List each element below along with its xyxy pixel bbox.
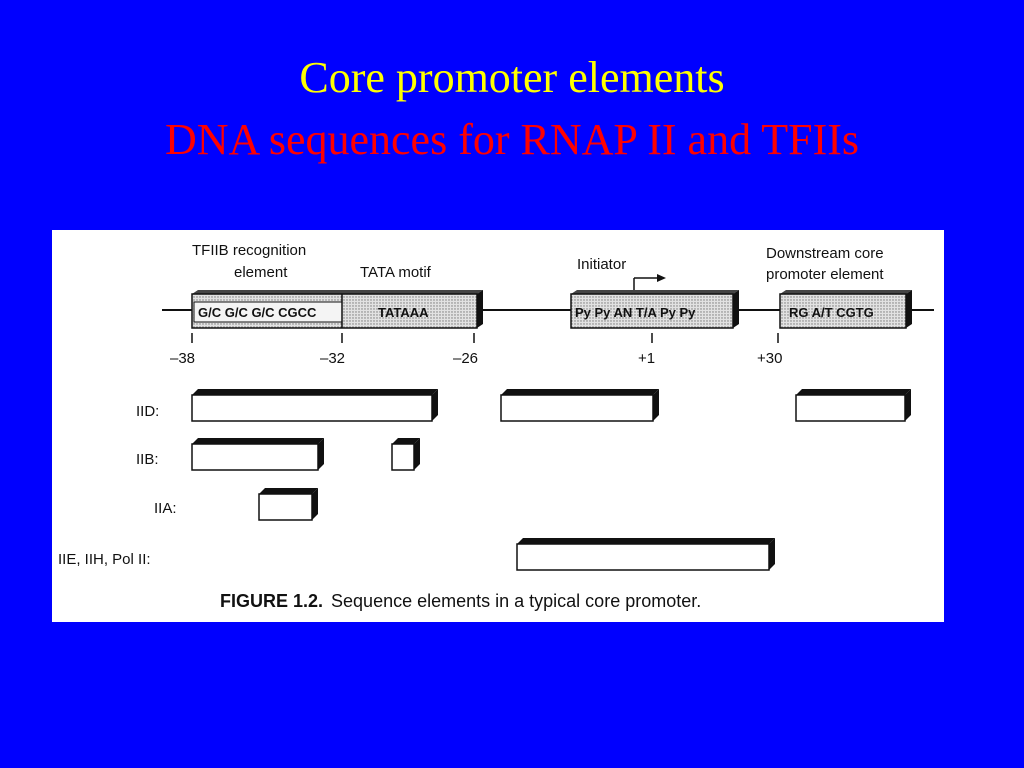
iib-footprint-1 [191, 438, 324, 471]
pos-minus26: –26 [453, 350, 478, 367]
figure-panel: TFIIB recognition element TATA motif Ini… [52, 230, 944, 622]
initiator-label: Initiator [577, 256, 626, 273]
pol-footprint [516, 538, 775, 571]
pos-plus30: +30 [757, 350, 782, 367]
factor-iia-label: IIA: [154, 500, 177, 517]
bre-label-line2: element [234, 264, 288, 281]
bre-label-line1: TFIIB recognition [192, 242, 306, 259]
caption-text: Sequence elements in a typical core prom… [331, 591, 701, 611]
figure-caption: FIGURE 1.2. Sequence elements in a typica… [220, 591, 701, 611]
tata-sequence: TATAAA [378, 305, 429, 320]
factor-pol-label: IIE, IIH, Pol II: [58, 551, 151, 568]
slide-title: Core promoter elements [299, 53, 725, 102]
tss-arrow [633, 274, 666, 292]
iib-footprint-2 [391, 438, 420, 471]
iid-footprint-1 [191, 389, 438, 422]
factor-iib-label: IIB: [136, 451, 159, 468]
dpe-sequence: RG A/T CGTG [789, 305, 874, 320]
initiator-box: Py Py AN T/A Py Py [570, 290, 739, 329]
inr-sequence: Py Py AN T/A Py Py [575, 305, 696, 320]
tata-label: TATA motif [360, 264, 432, 281]
pos-minus32: –32 [320, 350, 345, 367]
bre-sequence: G/C G/C G/C CGCC [198, 305, 317, 320]
caption-figure-number: FIGURE 1.2. [220, 591, 323, 611]
factor-iid-label: IID: [136, 403, 159, 420]
dpe-label-line1: Downstream core [766, 245, 884, 262]
iid-footprint-2 [500, 389, 659, 422]
bre-tata-box: G/C G/C G/C CGCC TATAAA [191, 290, 483, 329]
slide-subtitle: DNA sequences for RNAP II and TFIIs [164, 115, 860, 164]
dpe-label-line2: promoter element [766, 266, 884, 283]
promoter-diagram: TFIIB recognition element TATA motif Ini… [58, 242, 934, 611]
pos-minus38: –38 [170, 350, 195, 367]
iid-footprint-3 [795, 389, 911, 422]
pos-plus1: +1 [638, 350, 655, 367]
iia-footprint [258, 488, 318, 521]
dpe-box: RG A/T CGTG [779, 290, 912, 329]
